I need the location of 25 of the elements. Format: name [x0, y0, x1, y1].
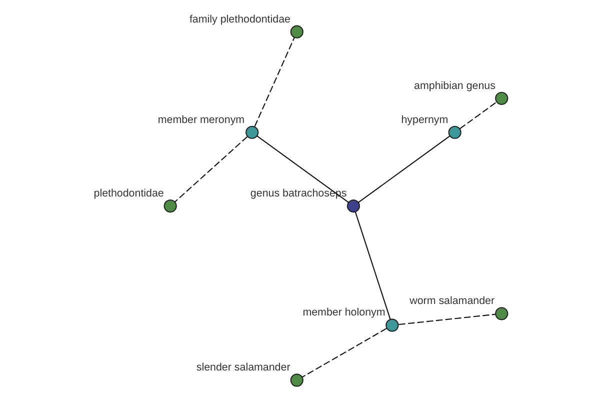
node-circle: [290, 25, 303, 38]
connector: [459, 102, 496, 130]
connector: [354, 212, 390, 320]
node-label: hypernym: [400, 114, 448, 126]
node-label: member holonym: [302, 306, 385, 319]
node-circle: [494, 307, 508, 320]
node-label: plethodontidae: [93, 188, 164, 200]
connector: [302, 328, 386, 378]
node-circle: [448, 126, 461, 139]
node-circle: [385, 318, 398, 332]
connector: [398, 314, 495, 326]
connector: [256, 136, 348, 203]
node-label: worm salamander: [409, 295, 494, 308]
node-label: family plethodontidae: [188, 13, 290, 26]
node-label: amphibian genus: [414, 80, 495, 92]
node-circle: [163, 199, 176, 213]
node-circle: [245, 126, 258, 139]
connector: [174, 136, 248, 202]
node-label: slender salamander: [196, 362, 290, 374]
node-circle: [346, 199, 360, 213]
connector: [254, 37, 294, 127]
connector: [358, 136, 450, 203]
node-label: member meronym: [157, 114, 244, 126]
node-circle: [494, 92, 508, 105]
node-circle: [290, 374, 303, 387]
